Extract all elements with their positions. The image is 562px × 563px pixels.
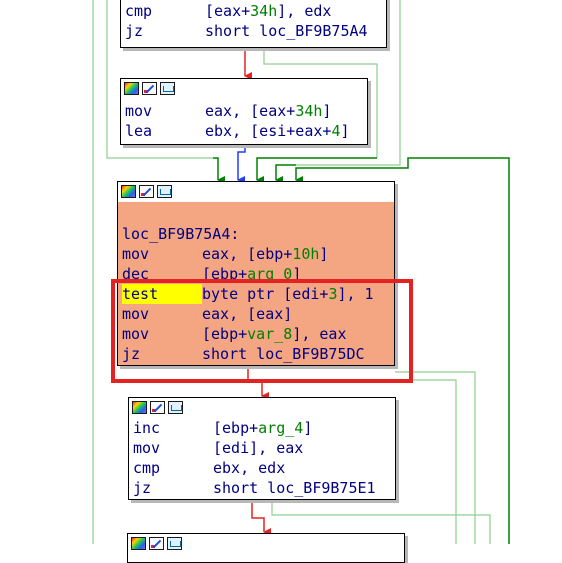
- asm-line[interactable]: cmp[eax+34h], edx: [125, 2, 332, 20]
- pale-edges: [92, 0, 491, 544]
- asm-line[interactable]: mov[ebp+var_8], eax: [122, 325, 347, 343]
- edit-pencil-icon[interactable]: [150, 401, 165, 414]
- asm-line[interactable]: dec[ebp+arg_0]: [122, 265, 302, 283]
- graph-color-icon[interactable]: [132, 401, 147, 414]
- xref-list-icon[interactable]: [157, 185, 172, 198]
- edge-in-1: [213, 157, 225, 184]
- selected-mnemonic: test: [122, 284, 202, 304]
- block-header: [121, 79, 367, 98]
- block-header: [118, 182, 394, 202]
- block-header: [129, 398, 395, 417]
- location-label[interactable]: loc_BF9B75A4:: [122, 225, 240, 243]
- xref-list-icon[interactable]: [168, 401, 183, 414]
- graph-color-icon[interactable]: [124, 82, 139, 95]
- edge-b2-to-main: [237, 145, 246, 184]
- xref-list-icon[interactable]: [160, 82, 175, 95]
- edit-pencil-icon[interactable]: [139, 185, 154, 198]
- highlight-annotation-box: [111, 279, 413, 383]
- asm-line[interactable]: mov[edi], eax: [133, 439, 304, 457]
- edge-in-3: [275, 164, 296, 184]
- asm-block-bottom[interactable]: [127, 533, 405, 563]
- asm-line[interactable]: inc[ebp+arg_4]: [133, 419, 313, 437]
- edge-b4-to-next: [251, 500, 271, 536]
- control-flow-edges: [92, 0, 510, 544]
- graph-color-icon[interactable]: [121, 185, 136, 198]
- edge-in-2: [256, 157, 377, 184]
- edit-pencil-icon[interactable]: [142, 82, 157, 95]
- edge-in-back: [295, 157, 510, 544]
